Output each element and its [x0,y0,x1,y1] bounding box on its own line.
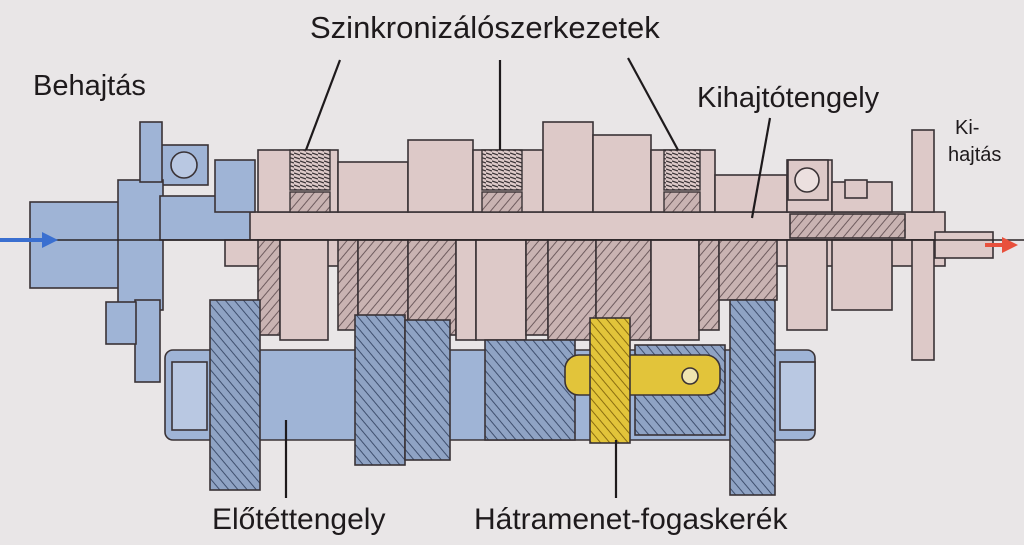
synchro-rings [289,149,701,213]
label-output-line2: hajtás [948,144,1002,166]
label-countershaft: Előtéttengely [212,503,386,536]
label-output-shaft: Kihajtótengely [697,82,880,114]
label-input: Behajtás [33,70,146,102]
bearings [159,144,868,201]
output-arrow [985,237,1018,253]
input-arrow [0,232,58,248]
label-output-line1: Ki- [955,117,980,139]
label-synchronizers: Szinkronizálószerkezetek [310,10,660,45]
leader-lines [284,57,772,498]
label-reverse-gear: Hátramenet-fogaskerék [474,503,788,536]
reverse-gear [564,317,721,444]
main-shaft-upper [224,121,946,241]
